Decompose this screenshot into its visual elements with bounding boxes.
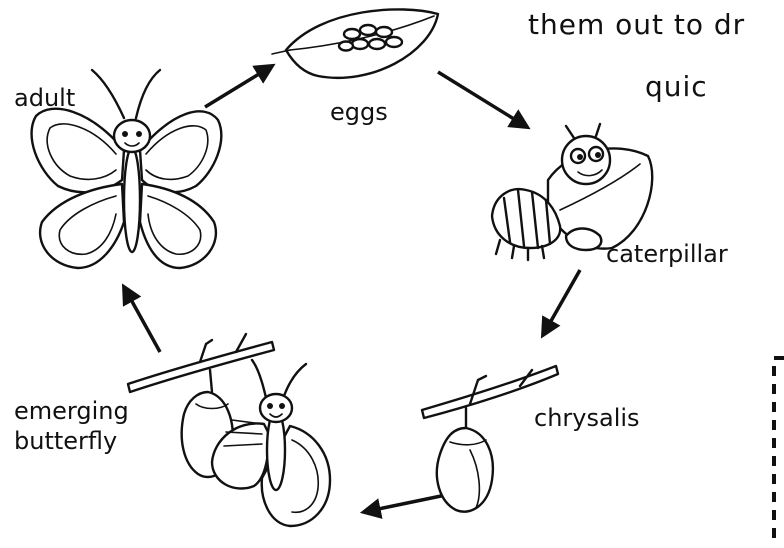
arrow-eggs-to-caterpillar	[438, 72, 527, 127]
chrysalis-icon	[422, 366, 558, 512]
caterpillar-icon	[492, 124, 652, 260]
adult-butterfly-icon	[32, 70, 222, 268]
emerging-butterfly-icon	[128, 334, 330, 526]
arrow-caterpillar-to-chrysalis	[543, 270, 580, 335]
eggs-on-leaf-icon	[272, 9, 438, 77]
arrow-emerging-to-adult	[124, 287, 160, 352]
arrow-adult-to-eggs	[205, 66, 272, 107]
dashed-cut-box	[774, 358, 784, 536]
